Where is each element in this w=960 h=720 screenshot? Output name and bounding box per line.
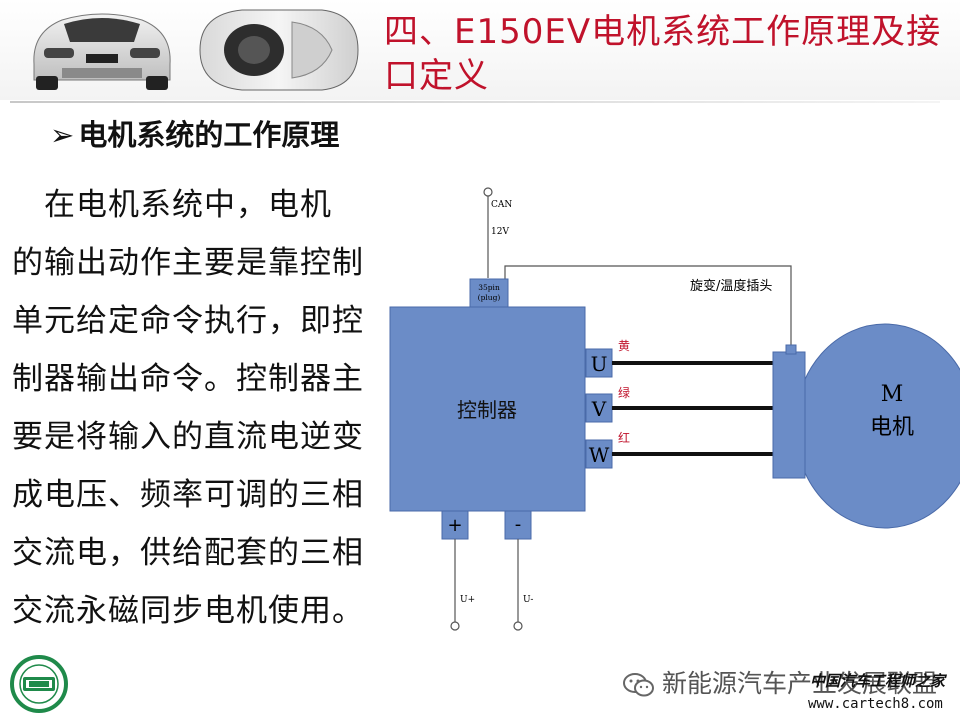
dc-minus-sign: - <box>515 514 522 535</box>
can-label: CAN <box>491 200 512 210</box>
resolver-label: 旋变/温度插头 <box>690 278 772 294</box>
title-divider <box>10 101 940 103</box>
wechat-watermark: 新能源汽车产业发展联盟 <box>622 664 937 700</box>
site-logo-text: 中国汽车工程师之家 <box>810 672 946 690</box>
paragraph-line: 的输出动作主要是靠控制 <box>12 245 364 281</box>
connector-label-2: (plug) <box>478 293 501 302</box>
subheading-text: 电机系统的工作原理 <box>78 118 340 152</box>
wechat-icon <box>623 673 654 697</box>
dc-minus-label: U- <box>523 595 533 605</box>
motor-label-m: M <box>881 382 904 407</box>
paragraph-line: 制器输出命令。控制器主 <box>12 361 364 397</box>
motor-terminal-block <box>772 351 806 479</box>
resolver-line <box>504 265 792 346</box>
motor-label: 电机 <box>870 415 914 440</box>
paragraph-line: 交流永磁同步电机使用。 <box>12 593 364 629</box>
phase-u-color-label: 黄 <box>618 339 630 353</box>
dc-plus-sign: + <box>447 515 462 536</box>
car-top-image <box>199 9 359 91</box>
site-url: www.cartech8.com <box>808 696 943 712</box>
paragraph-line: 要是将输入的直流电逆变 <box>12 419 364 455</box>
dc-minus-terminal-end <box>513 621 523 631</box>
paragraph-line: 单元给定命令执行，即控 <box>12 303 364 339</box>
v12-label: 12V <box>491 227 509 237</box>
dc-plus-terminal-end <box>450 621 460 631</box>
paragraph-line: 交流电，供给配套的三相 <box>12 535 364 571</box>
resolver-plug <box>785 344 797 355</box>
watermark-text: 新能源汽车产业发展联盟 <box>662 669 938 698</box>
phase-u-letter: U <box>591 352 608 376</box>
phase-w-color-label: 红 <box>618 430 630 445</box>
bullet-arrow-icon: ➢ <box>50 118 75 152</box>
car-rear-image <box>33 13 171 90</box>
paragraph-line: 成电压、频率可调的三相 <box>12 477 364 513</box>
motor-system-diagram: CAN 12V 旋变/温度插头 35pin (plug) 控制器 U V W 黄… <box>385 186 960 636</box>
dc-plus-terminal <box>441 510 469 540</box>
paragraph-line: 在电机系统中，电机 <box>12 187 332 223</box>
controller-label: 控制器 <box>457 398 517 422</box>
subheading: ➢电机系统的工作原理 <box>50 112 339 154</box>
controller-box <box>389 306 586 512</box>
phase-w-letter: W <box>589 443 610 467</box>
slide-title: 四、E150EV电机系统工作原理及接口定义 <box>384 12 942 96</box>
body-paragraph: 在电机系统中，电机 的输出动作主要是靠控制 单元给定命令执行，即控 制器输出命令… <box>12 176 370 640</box>
phase-v-letter: V <box>591 397 607 421</box>
phase-v-color-label: 绿 <box>618 385 630 400</box>
can-terminal <box>483 187 493 197</box>
dc-minus-terminal <box>504 510 532 540</box>
organization-logo <box>10 655 68 713</box>
dc-plus-label: U+ <box>460 595 475 605</box>
connector-label-1: 35pin <box>478 283 500 292</box>
